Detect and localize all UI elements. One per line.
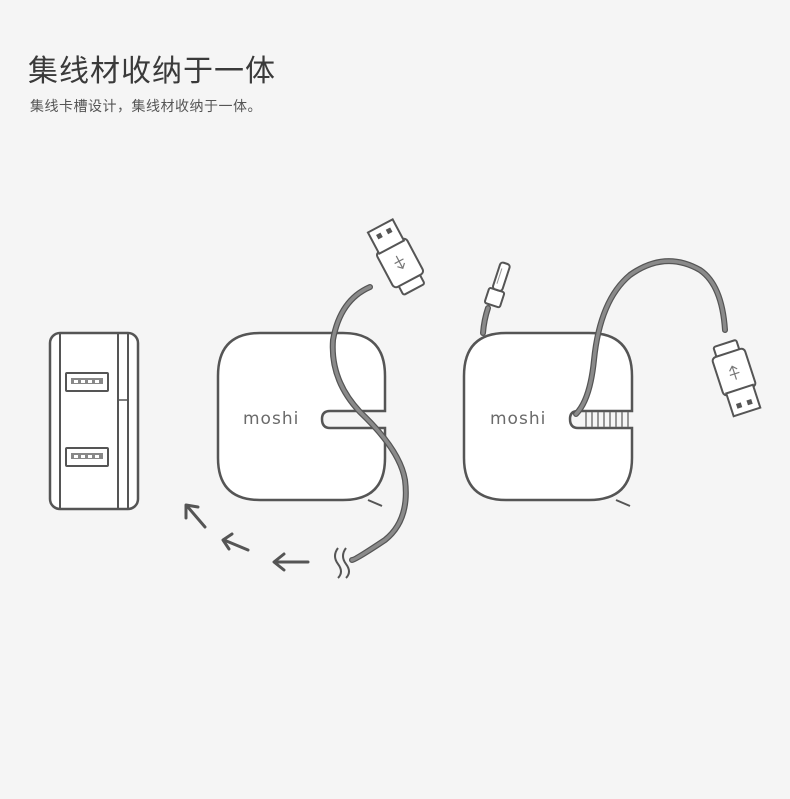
- page-subtitle: 集线卡槽设计，集线材收纳于一体。: [30, 99, 262, 115]
- cable-break-icon: [334, 547, 350, 579]
- rotate-arrow-icon: [184, 503, 310, 572]
- lightning-cable: [480, 261, 511, 336]
- usb-plug-icon: [366, 217, 425, 296]
- page-title: 集线材收纳于一体: [28, 54, 276, 89]
- charger-front-middle: moshi: [216, 331, 387, 507]
- brand-logo: moshi: [243, 409, 299, 429]
- usb-plug-icon: [711, 339, 762, 418]
- charger-front-right: moshi: [462, 331, 634, 507]
- wound-cable-slot: [585, 412, 629, 427]
- charger-side-view: [48, 331, 140, 511]
- brand-logo: moshi: [490, 409, 546, 429]
- usb-cable-middle: [329, 217, 425, 579]
- usb-port-icon: [65, 372, 109, 392]
- usb-port-icon: [65, 447, 109, 467]
- usb-cable-right: [573, 258, 762, 418]
- lightning-plug-icon: [483, 261, 511, 309]
